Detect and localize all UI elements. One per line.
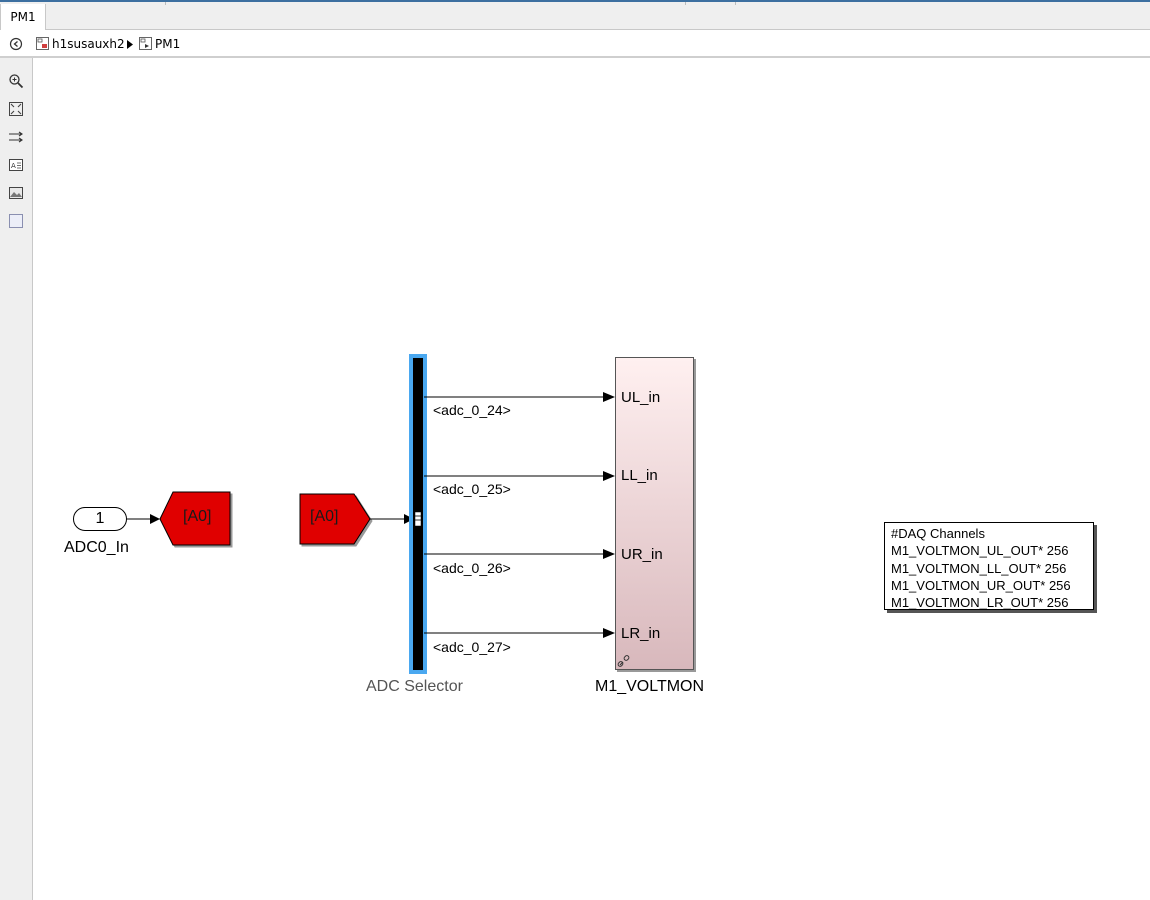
tab-strip: PM1 xyxy=(0,0,1150,32)
model-icon xyxy=(36,37,49,50)
tab-divider xyxy=(735,2,736,5)
breadcrumb: h1susauxh2 PM1 xyxy=(0,30,1150,58)
port-label: UR_in xyxy=(621,546,663,563)
fit-view-icon[interactable] xyxy=(8,101,24,117)
note-line: M1_VOLTMON_UL_OUT* 256 xyxy=(891,543,1069,559)
note-line: M1_VOLTMON_LL_OUT* 256 xyxy=(891,560,1067,576)
signal-label[interactable]: <adc_0_27> xyxy=(433,639,511,655)
subsystem-block[interactable]: UL_in LL_in UR_in LR_in xyxy=(615,357,694,670)
subsystem-icon xyxy=(139,37,152,50)
arrowhead xyxy=(150,514,160,524)
port-label: LR_in xyxy=(621,625,661,642)
breadcrumb-item-model[interactable]: h1susauxh2 xyxy=(36,35,125,53)
zoom-icon[interactable] xyxy=(8,73,24,89)
breadcrumb-item-subsystem[interactable]: PM1 xyxy=(139,35,180,53)
signal-label[interactable]: <adc_0_24> xyxy=(433,402,511,418)
image-icon[interactable] xyxy=(8,185,24,201)
selector-name[interactable]: ADC Selector xyxy=(366,678,463,695)
from-block[interactable] xyxy=(299,493,371,545)
daq-channels-note[interactable]: #DAQ Channels M1_VOLTMON_UL_OUT* 256 M1_… xyxy=(884,522,1094,610)
diagram-lines xyxy=(127,354,615,674)
area-icon[interactable] xyxy=(8,213,24,229)
signal-label[interactable]: <adc_0_25> xyxy=(433,481,511,497)
note-line: M1_VOLTMON_UR_OUT* 256 xyxy=(891,577,1071,593)
left-toolbar: A xyxy=(0,58,33,900)
tab-pm1[interactable]: PM1 xyxy=(0,4,46,32)
from-tag: [A0] xyxy=(310,508,339,525)
breadcrumb-label: PM1 xyxy=(155,37,181,51)
tab-divider xyxy=(685,2,686,5)
diagram-canvas[interactable]: 1 ADC0_In [A0] [A0] <adc_0_24> <adc_0_25… xyxy=(33,58,1150,900)
signal-label[interactable]: <adc_0_26> xyxy=(433,560,511,576)
subsystem-name[interactable]: M1_VOLTMON xyxy=(595,678,705,695)
signal-routing-icon[interactable] xyxy=(8,129,24,145)
goto-tag: [A0] xyxy=(183,508,212,525)
note-line: #DAQ Channels xyxy=(891,526,985,541)
breadcrumb-label: h1susauxh2 xyxy=(52,37,125,51)
goto-block[interactable] xyxy=(159,491,231,546)
chevron-right-icon xyxy=(127,40,133,49)
annotation-icon[interactable]: A xyxy=(8,157,24,173)
inport-block[interactable]: 1 xyxy=(73,507,127,531)
library-link-icon xyxy=(617,655,630,667)
inport-name[interactable]: ADC0_In xyxy=(64,539,129,556)
port-label: LL_in xyxy=(621,467,658,484)
selector-input-port xyxy=(414,511,422,527)
note-line: M1_VOLTMON_LR_OUT* 256 xyxy=(891,595,1069,611)
tab-divider xyxy=(165,2,166,5)
svg-text:A: A xyxy=(11,162,16,170)
port-label: UL_in xyxy=(621,389,661,406)
history-back-icon[interactable] xyxy=(8,36,24,52)
